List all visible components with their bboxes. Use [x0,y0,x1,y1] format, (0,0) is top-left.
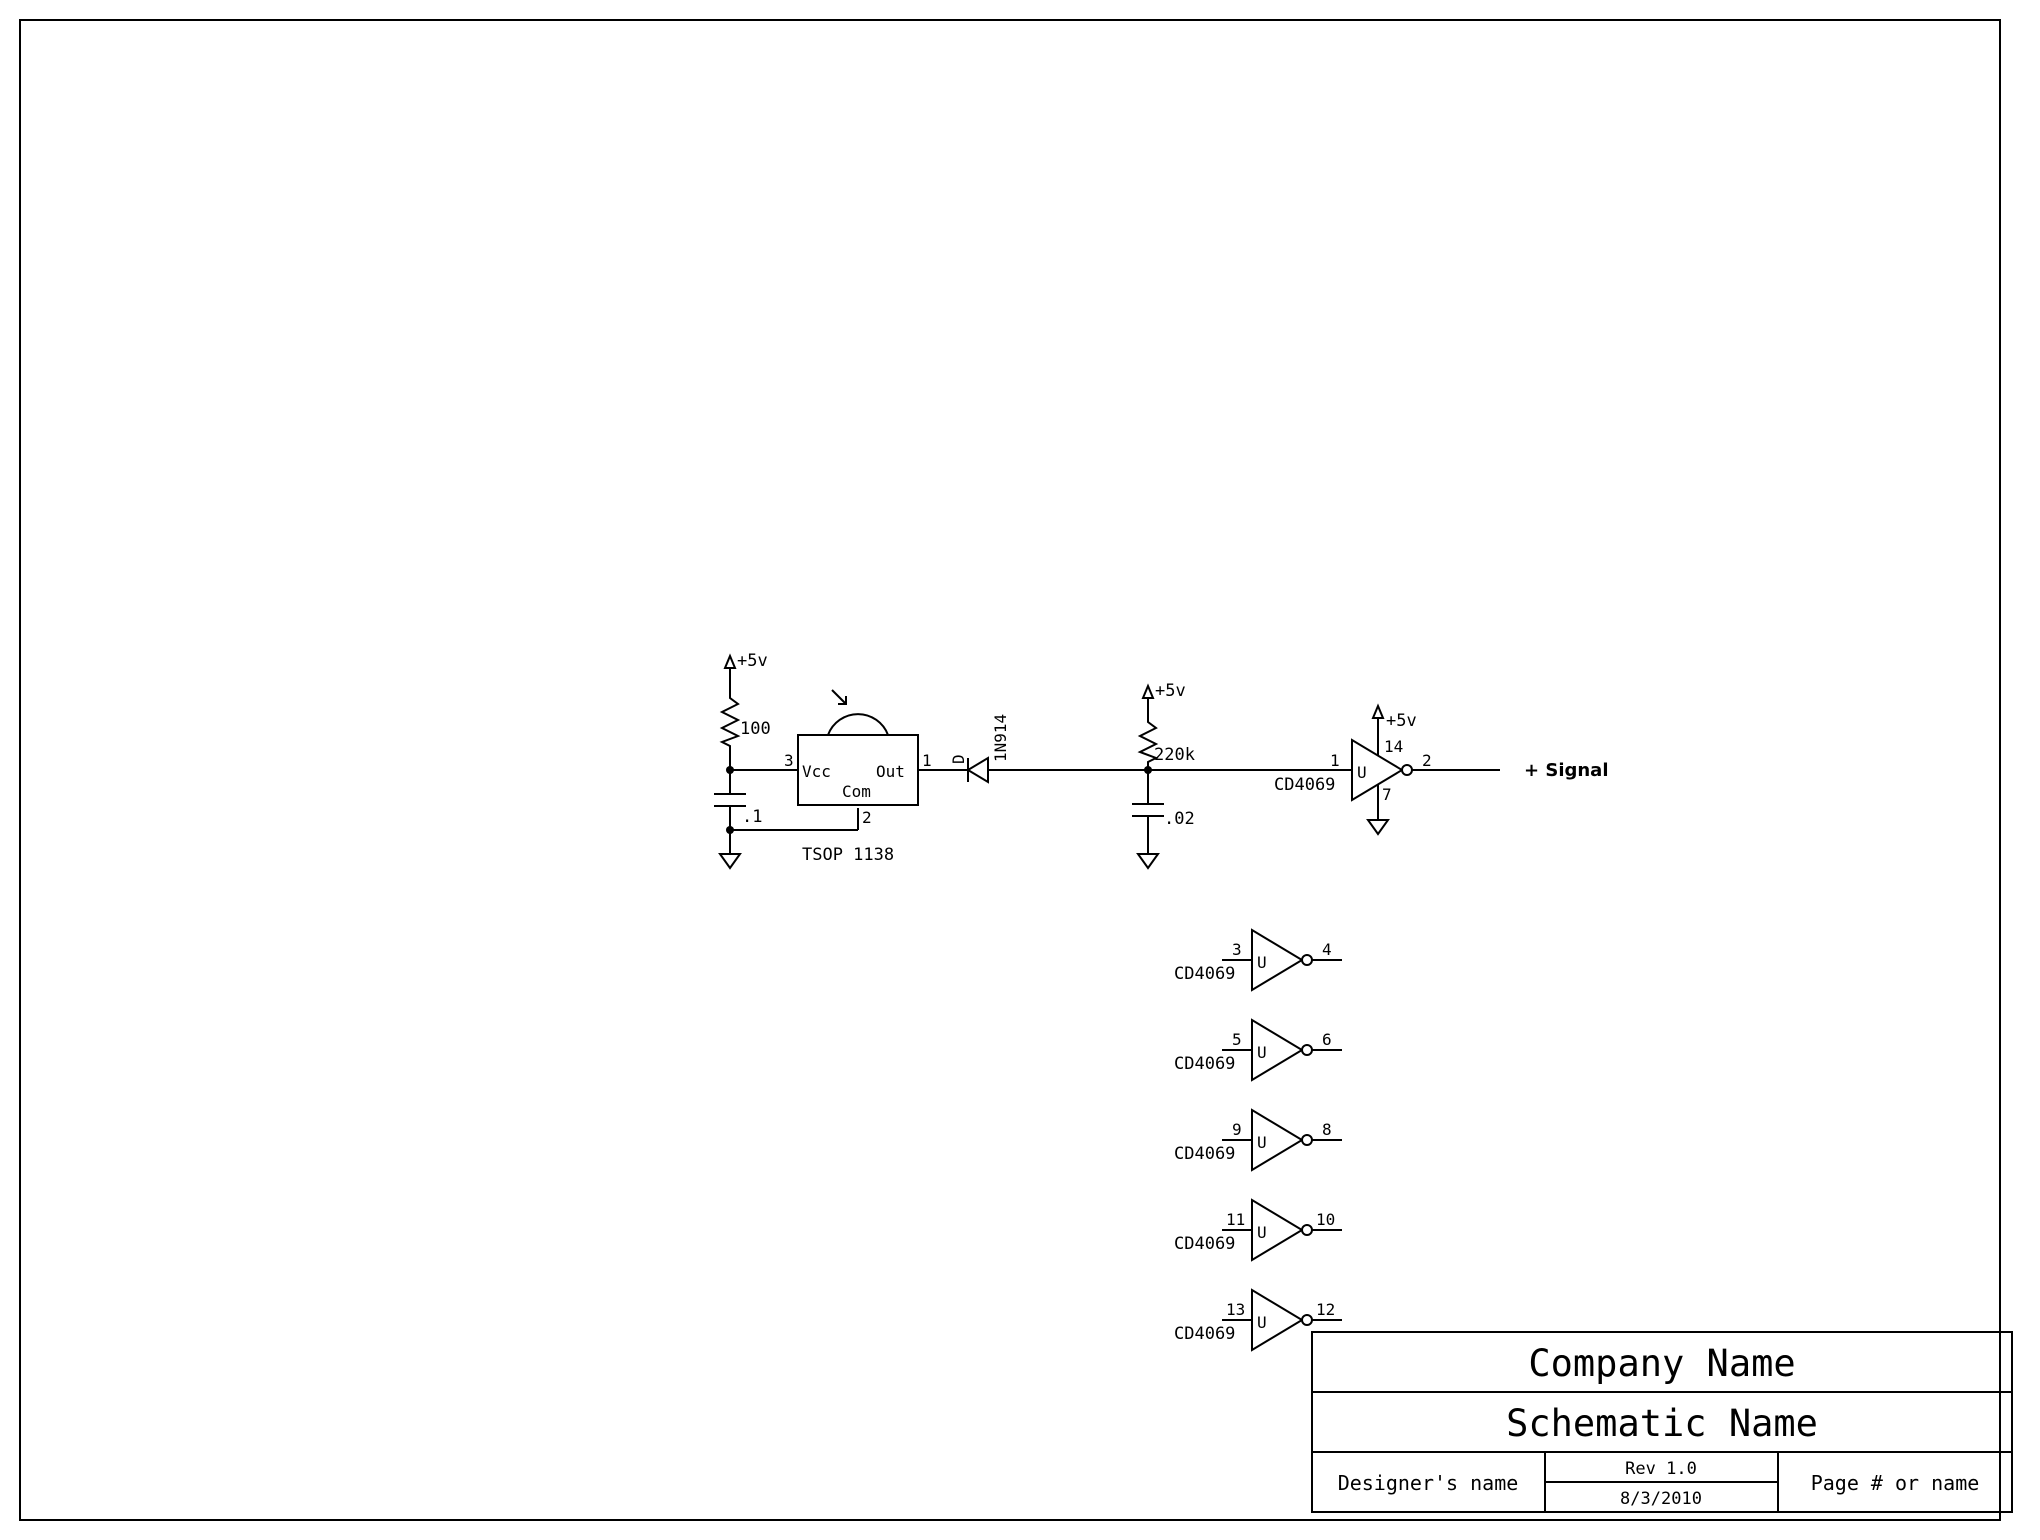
diode-name: 1N914 [991,714,1010,762]
power-label-r1: +5v [737,651,768,671]
ir-receiver-pin-vcc: 3 [784,751,794,770]
power-symbol-r1 [724,655,736,681]
spare-inverters: U 3 4 CD4069 U 5 6 CD4069 U 9 8 CD4069 [1174,929,1342,1351]
spare-inverter-pin-out: 8 [1322,1120,1332,1139]
spare-inverter-part: CD4069 [1174,964,1235,984]
date: 8/3/2010 [1620,1489,1702,1509]
spare-inverter-pin-out: 6 [1322,1030,1332,1049]
spare-inverter-pin-out: 10 [1316,1210,1335,1229]
main-circuit: +5v 100 .1 Vcc Out Com 3 1 2 TSOP 1138 [714,651,1609,869]
spare-inverter: U 13 12 CD4069 [1174,1289,1342,1351]
diode-1n914 [966,756,989,784]
sheet-border [19,19,2001,1521]
power-symbol-inverter [1372,705,1384,731]
resistor-r2 [1137,710,1159,770]
spare-inverter-pin-in: 3 [1232,940,1242,959]
ground-symbol-c1 [719,843,741,869]
main-inverter-pin-in: 1 [1330,751,1340,770]
ir-receiver-com-label: Com [842,782,871,801]
power-label-r2: +5v [1155,681,1186,701]
main-inverter-pin-out: 2 [1422,751,1432,770]
spare-inverter-pin-in: 13 [1226,1300,1245,1319]
spare-inverter-part: CD4069 [1174,1054,1235,1074]
spare-inverter-unit: U [1257,1313,1267,1332]
spare-inverter-pin-in: 9 [1232,1120,1242,1139]
ir-receiver-pin-com: 2 [862,808,872,827]
ir-receiver-name: TSOP 1138 [802,845,894,865]
power-label-inverter: +5v [1386,711,1417,731]
spare-inverter: U 5 6 CD4069 [1174,1019,1342,1081]
spare-inverter-pin-out: 12 [1316,1300,1335,1319]
resistor-r1-value: 100 [740,719,771,739]
ir-receiver-dome [827,713,889,736]
ir-receiver-vcc-label: Vcc [802,762,831,781]
spare-inverter-part: CD4069 [1174,1234,1235,1254]
revision: Rev 1.0 [1625,1459,1697,1479]
spare-inverter-pin-in: 5 [1232,1030,1242,1049]
spare-inverter-part: CD4069 [1174,1324,1235,1344]
spare-inverter: U 11 10 CD4069 [1174,1199,1342,1261]
designer-name: Designer's name [1338,1471,1519,1495]
schematic-name: Schematic Name [1506,1402,1818,1445]
capacitor-c2-value: .02 [1164,809,1195,829]
spare-inverter-pin-out: 4 [1322,940,1332,959]
main-inverter-unit: U [1357,763,1367,782]
spare-inverter-pin-in: 11 [1226,1210,1245,1229]
title-block: Company Name Schematic Name Designer's n… [1311,1331,2013,1513]
ground-symbol-c2 [1137,843,1159,869]
resistor-r2-value: 220k [1154,745,1195,765]
spare-inverter-unit: U [1257,1223,1267,1242]
spare-inverter: U 3 4 CD4069 [1174,929,1342,991]
spare-inverter-unit: U [1257,1043,1267,1062]
ground-symbol-inverter [1367,809,1389,835]
spare-inverter-unit: U [1257,953,1267,972]
company-name: Company Name [1528,1342,1795,1385]
output-signal-label: + Signal [1524,760,1609,781]
ir-receiver-pin-out: 1 [922,751,932,770]
spare-inverter-unit: U [1257,1133,1267,1152]
light-arrow-icon [831,689,847,705]
power-symbol-r2 [1142,685,1154,711]
spare-inverter: U 9 8 CD4069 [1174,1109,1342,1171]
spare-inverter-part: CD4069 [1174,1144,1235,1164]
resistor-r1 [719,680,741,770]
ir-receiver-out-label: Out [876,762,905,781]
capacitor-c1-value: .1 [742,807,762,827]
main-inverter-part: CD4069 [1274,775,1335,795]
main-inverter-pin-vdd: 14 [1384,737,1403,756]
diode-ref: D [949,754,968,764]
main-inverter-pin-gnd: 7 [1382,785,1392,804]
page-name: Page # or name [1811,1471,1980,1495]
